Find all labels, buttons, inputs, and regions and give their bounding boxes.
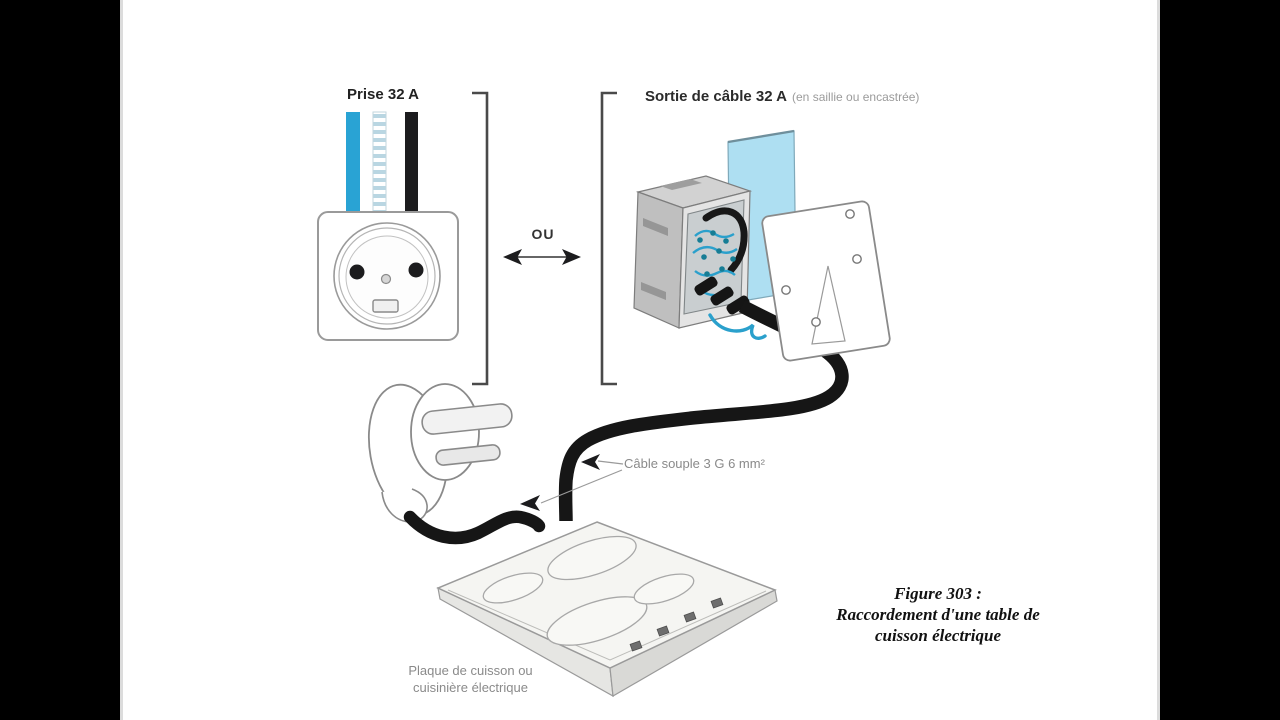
double-arrow-icon xyxy=(503,249,581,265)
earth-wire xyxy=(372,111,387,216)
burners xyxy=(482,535,695,646)
cable-entry-wedge xyxy=(811,265,846,345)
cooktop-rim-line xyxy=(447,589,767,661)
bracket-right xyxy=(472,91,489,386)
label-prise-32a: Prise 32 A xyxy=(347,86,419,103)
plug-cable xyxy=(403,510,546,545)
arrowhead-icon xyxy=(520,495,540,511)
cooktop-illustration xyxy=(436,521,778,698)
socket-32a-illustration xyxy=(317,111,459,341)
supply-wires xyxy=(346,111,418,216)
socket-slot xyxy=(372,299,399,313)
arrowhead-icon xyxy=(581,454,600,470)
figure-caption: Figure 303 : Raccordement d'une table de… xyxy=(808,583,1068,646)
label-sortie-cable-main: Sortie de câble 32 A xyxy=(645,88,788,105)
plate-screws xyxy=(781,209,862,327)
label-plaque-line2: cuisinière électrique xyxy=(413,680,528,695)
label-plaque-line1: Plaque de cuisson ou xyxy=(408,663,533,678)
connector-lugs xyxy=(694,276,750,315)
cooktop-top-surface xyxy=(436,521,777,669)
cable-outlet-illustration xyxy=(558,129,891,522)
label-sortie-cable: Sortie de câble 32 A (en saillie ou enca… xyxy=(645,88,919,105)
terminal-cable-loop xyxy=(702,207,748,274)
label-ou: OU xyxy=(531,226,555,242)
socket-earth-pin xyxy=(380,273,392,285)
blue-neutral-wire xyxy=(346,112,360,215)
socket-hole-right xyxy=(408,262,424,278)
plug-illustration xyxy=(367,383,546,545)
black-phase-wire xyxy=(405,112,418,215)
label-cable-souple: Câble souple 3 G 6 mm² xyxy=(624,456,765,471)
figure-caption-title-1: Raccordement d'une table de xyxy=(836,605,1040,624)
letterbox-right xyxy=(1157,0,1280,720)
bracket-left xyxy=(600,91,617,386)
figure-caption-title-2: cuisson électrique xyxy=(874,626,1002,645)
cover-plate xyxy=(761,200,891,362)
control-buttons xyxy=(629,597,724,652)
socket-hole-left xyxy=(349,264,365,280)
terminal-screws xyxy=(697,230,736,277)
label-sortie-cable-note: (en saillie ou encastrée) xyxy=(792,90,920,104)
blue-wire-curl xyxy=(708,313,767,340)
cable-label-leaders xyxy=(520,454,624,511)
plug-pins xyxy=(421,403,513,466)
letterbox-left xyxy=(0,0,123,720)
figure-caption-number: Figure 303 : xyxy=(894,584,982,603)
socket-recess-ring xyxy=(338,227,436,325)
plug-lower-lobe xyxy=(381,488,428,523)
label-plaque-cuisson: Plaque de cuisson ou cuisinière électriq… xyxy=(388,662,553,696)
